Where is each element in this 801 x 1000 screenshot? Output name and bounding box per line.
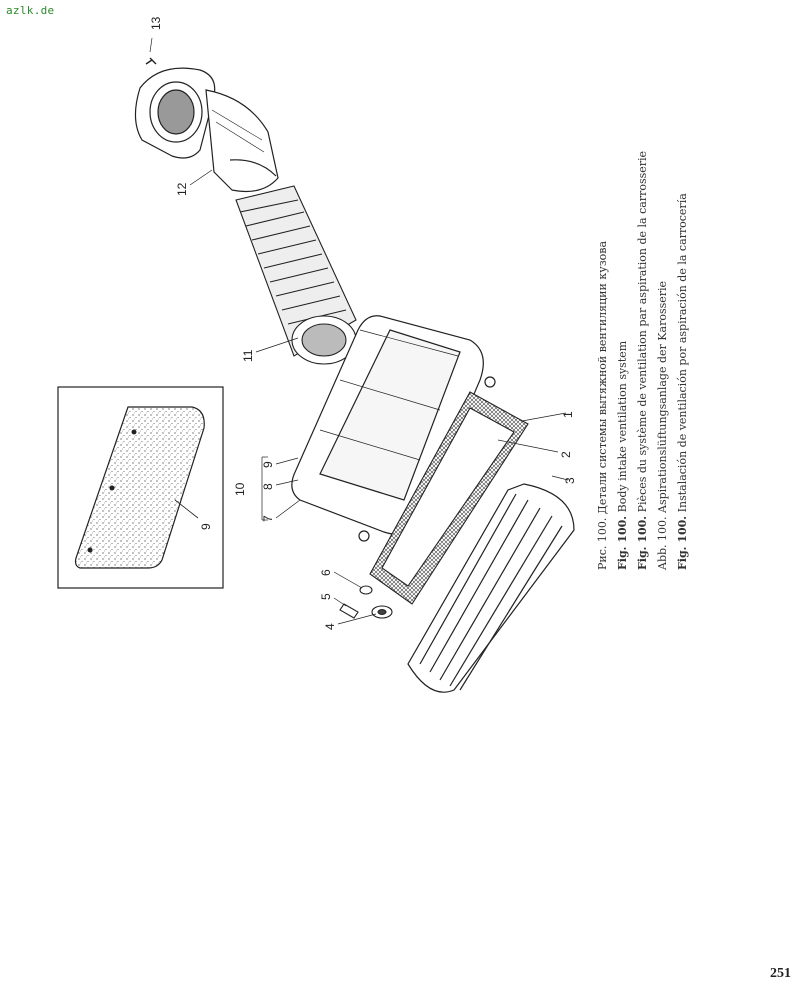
callout-labels: 1 2 3 4 5 6 7 8 9 10 11 12 13 9 [149,16,577,630]
callout-11: 11 [241,349,255,362]
callout-9-inset: 9 [199,523,213,530]
callout-13: 13 [149,16,163,30]
caption-line-fr: Fig. 100. Pièces du système de ventilati… [636,151,649,570]
fasteners [339,585,393,619]
inset-panel [57,386,224,589]
elbow-nozzle [134,57,279,193]
callout-9: 9 [261,461,275,468]
callout-8: 8 [261,483,275,490]
page-number: 251 [770,966,791,981]
callout-7: 7 [261,515,275,522]
callout-5: 5 [319,593,333,600]
callout-4: 4 [323,623,337,630]
callout-10: 10 [233,482,247,496]
figure-caption: Рис. 100. Детали системы вытяжной вентил… [596,151,689,571]
leader-lines [149,37,569,625]
grille [407,483,575,693]
callout-6: 6 [319,569,333,576]
callout-1: 1 [561,411,575,418]
corrugated-hose [235,185,357,365]
callout-3: 3 [563,477,577,484]
caption-line-es: Fig. 100. Instalación de ventilación por… [676,193,689,570]
caption-line-en: Fig. 100. Body intake ventilation system [616,340,629,570]
site-watermark: azlk.de [6,4,55,17]
gasket-frame [369,391,529,605]
callout-2: 2 [559,451,573,458]
caption-line-ru: Рис. 100. Детали системы вытяжной вентил… [596,240,609,570]
callout-12: 12 [175,182,189,196]
caption-line-de: Abb. 100. Aspirationslüftungsanlage der … [656,281,669,571]
